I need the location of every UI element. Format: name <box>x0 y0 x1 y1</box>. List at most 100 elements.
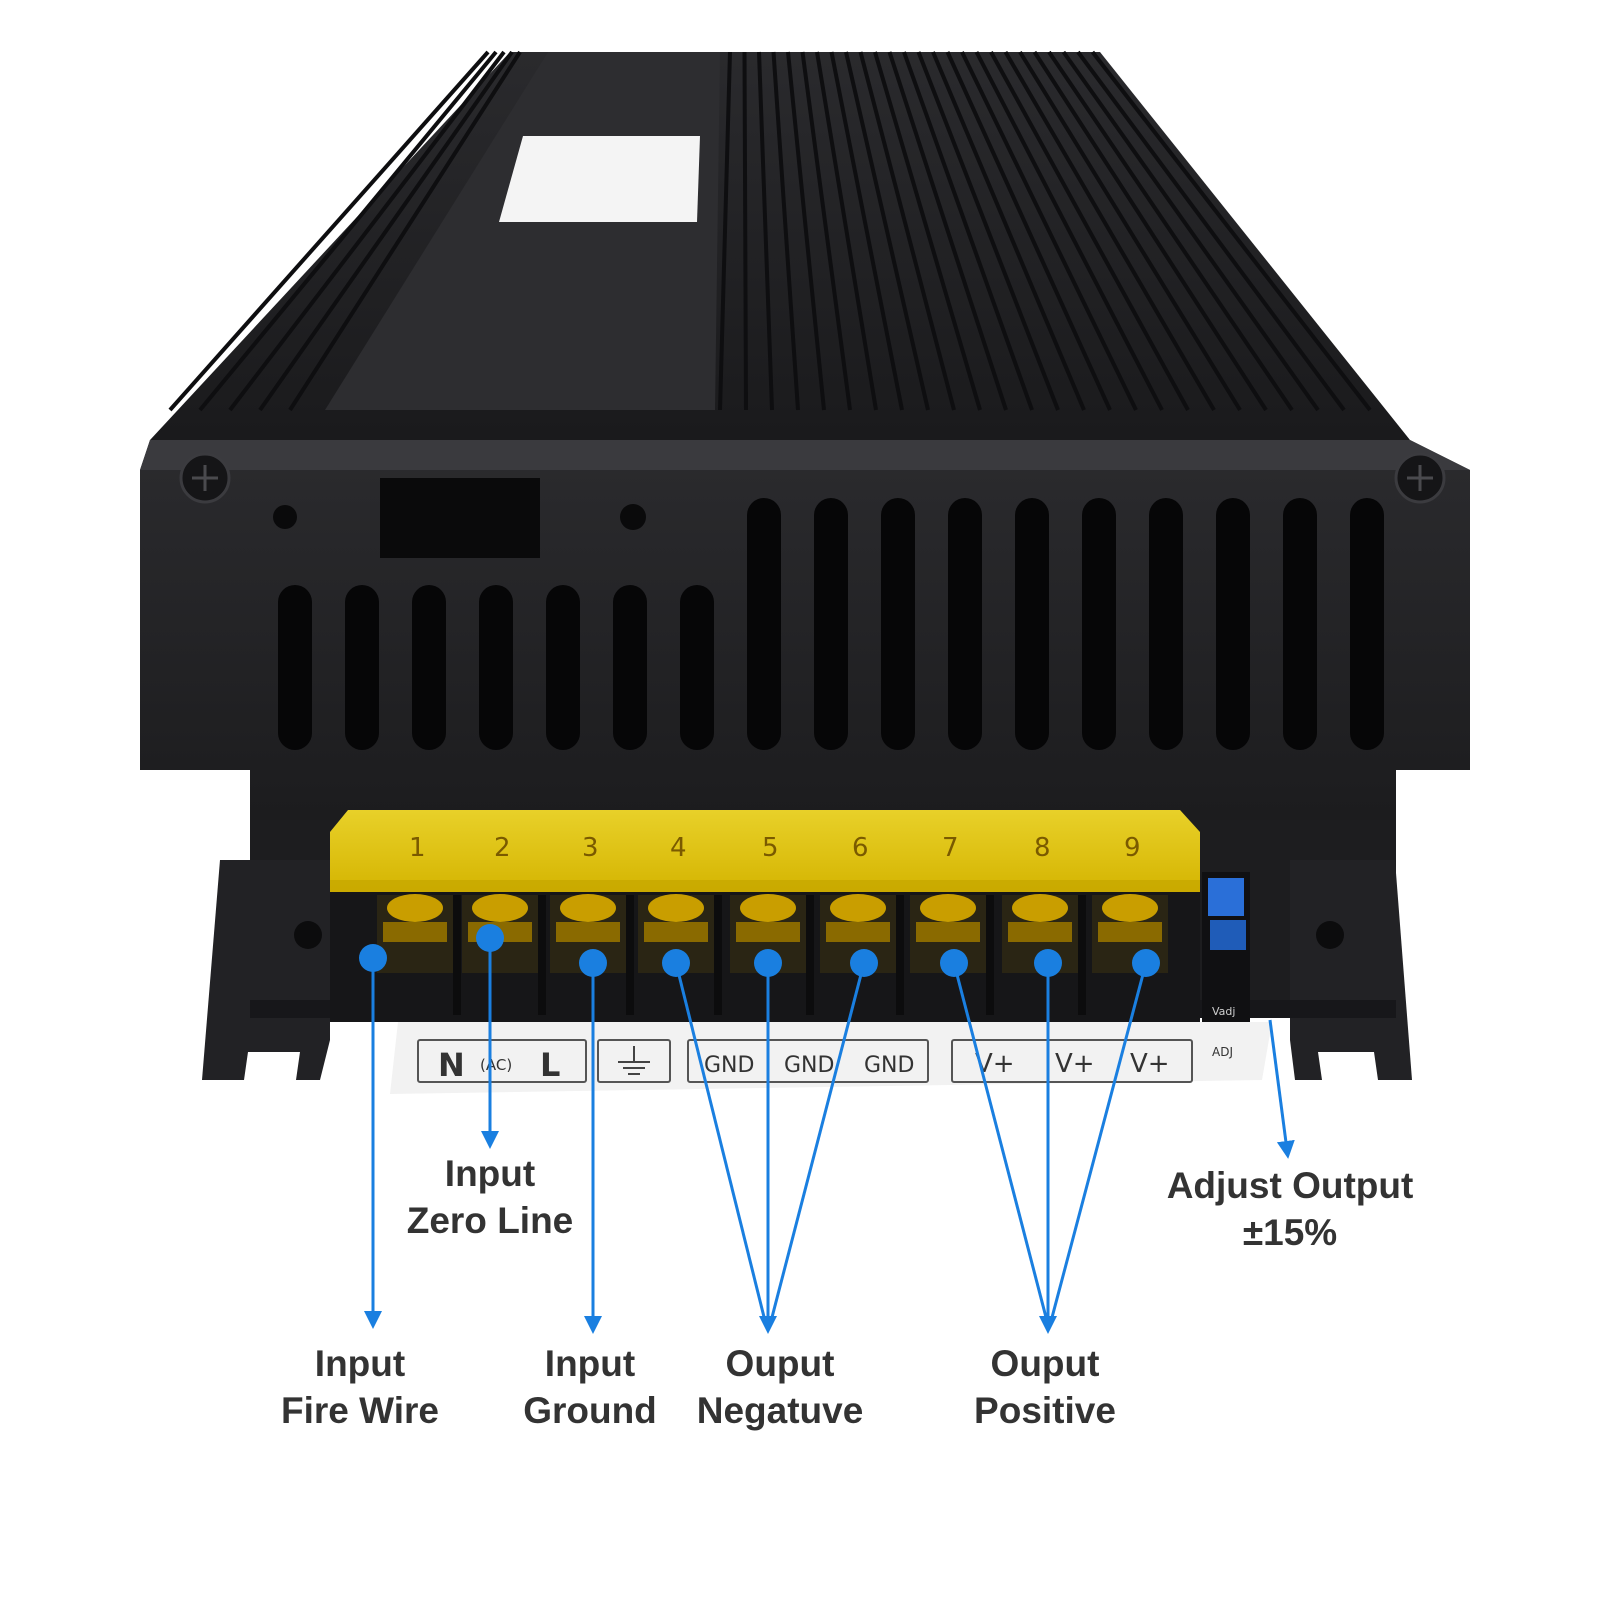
callout-line2: Positive <box>974 1390 1116 1431</box>
strip-label-gnd: GND <box>784 1053 834 1078</box>
callout-line1: Input <box>544 1343 636 1384</box>
strip-label-vplus: V+ <box>1055 1049 1095 1079</box>
screw-icon <box>179 452 231 504</box>
terminal-plate <box>383 922 447 942</box>
heatsink-fin <box>815 51 878 411</box>
housing-front <box>140 440 1470 820</box>
terminal-number: 6 <box>852 833 869 863</box>
terminal-dot <box>359 944 387 972</box>
strip-label-l: L <box>540 1046 560 1084</box>
terminal-number: 5 <box>762 833 779 863</box>
vent-slot <box>613 585 647 750</box>
callout-positive: Ouput Positive <box>945 1340 1145 1434</box>
terminal-plate <box>556 922 620 942</box>
heatsink-fin <box>198 50 498 412</box>
callout-adjust: Adjust Output ±15% <box>1160 1162 1420 1256</box>
callout-line1: Input <box>444 1153 536 1194</box>
callout-line-negative <box>674 962 768 1326</box>
heatsink-fin <box>974 51 1164 411</box>
vent-slot <box>479 585 513 750</box>
strip-label-ac: (AC) <box>480 1056 512 1074</box>
terminal-plate <box>826 922 890 942</box>
screw-icon <box>387 894 443 922</box>
adjust-trimmer[interactable]: Vadj <box>1202 872 1250 1022</box>
terminal-plate <box>644 922 708 942</box>
vent-slot <box>1082 498 1116 750</box>
vent-slot <box>1283 498 1317 750</box>
terminal-plate <box>916 922 980 942</box>
vent-slot <box>680 585 714 750</box>
callout-line2: Negatuve <box>696 1390 864 1431</box>
mounting-hole <box>620 504 646 530</box>
callout-line-positive <box>1048 962 1148 1326</box>
terminal-divider <box>538 895 546 1015</box>
vent-slot <box>278 585 312 750</box>
screw-icon <box>560 894 616 922</box>
vent-slot <box>1015 498 1049 750</box>
callout-line1: Ouput <box>990 1343 1100 1384</box>
callout-line1: Adjust Output <box>1166 1165 1414 1206</box>
screw-icon <box>1102 894 1158 922</box>
terminal-number: 3 <box>582 833 599 863</box>
screw-icon <box>920 894 976 922</box>
heatsink-fin <box>1090 50 1372 412</box>
vent-slot <box>881 498 915 750</box>
callout-fire-wire: Input Fire Wire <box>260 1340 460 1434</box>
terminal-number: 4 <box>670 833 687 863</box>
vent-slot <box>412 585 446 750</box>
heatsink-fin <box>931 51 1086 411</box>
strip-label-vplus: V+ <box>1130 1049 1170 1079</box>
terminal-divider <box>1078 895 1086 1015</box>
screw-icon <box>1394 452 1446 504</box>
vent-slot <box>1216 498 1250 750</box>
vent-slot <box>814 498 848 750</box>
heatsink-fin <box>742 51 748 411</box>
callout-line2: Zero Line <box>406 1200 574 1241</box>
heatsink-fin <box>960 51 1138 411</box>
heatsink-fin <box>800 51 852 411</box>
trimmer-label: Vadj <box>1212 1005 1235 1018</box>
housing-top <box>150 50 1410 440</box>
heatsink-fin <box>757 51 774 411</box>
strip-label-adj: ADJ <box>1212 1045 1233 1059</box>
heatsink-fin <box>1047 50 1294 412</box>
terminal-divider <box>896 895 904 1015</box>
heatsink-fin <box>873 51 982 411</box>
heatsink-fin <box>844 51 930 411</box>
heatsink-fin <box>771 51 800 411</box>
heatsink-fin <box>989 51 1190 411</box>
terminal-dot <box>579 949 607 977</box>
ground-icon <box>618 1046 650 1075</box>
ventilation-slots <box>278 498 1384 750</box>
terminal-number: 8 <box>1034 833 1051 863</box>
heatsink-fin <box>1076 50 1346 412</box>
terminal-dot <box>754 949 782 977</box>
heatsink-fin <box>1032 50 1268 412</box>
terminal-dot <box>662 949 690 977</box>
terminal-number: 9 <box>1124 833 1141 863</box>
screw-icon <box>472 894 528 922</box>
terminal-divider <box>986 895 994 1015</box>
label-strip: N (AC) L GND GND GND V+ V+ V+ ADJ <box>390 1022 1272 1094</box>
heatsink-fin <box>829 51 904 411</box>
terminal-dot <box>850 949 878 977</box>
strip-label-gnd: GND <box>704 1053 754 1078</box>
terminal-plate <box>736 922 800 942</box>
callout-zero-line: Input Zero Line <box>390 1150 590 1244</box>
vent-slot <box>1350 498 1384 750</box>
terminal-divider <box>626 895 634 1015</box>
callout-negative: Ouput Negatuve <box>680 1340 880 1434</box>
heatsink-fin <box>228 50 506 412</box>
heatsink-fin <box>786 51 826 411</box>
heatsink-fin <box>258 50 514 412</box>
heatsink-fin <box>858 51 956 411</box>
callout-line-positive <box>952 962 1050 1326</box>
terminal-dot <box>1132 949 1160 977</box>
terminal-number: 1 <box>409 833 426 863</box>
vent-slot <box>345 585 379 750</box>
screw-icon <box>1012 894 1068 922</box>
callout-line2: Fire Wire <box>281 1390 439 1431</box>
